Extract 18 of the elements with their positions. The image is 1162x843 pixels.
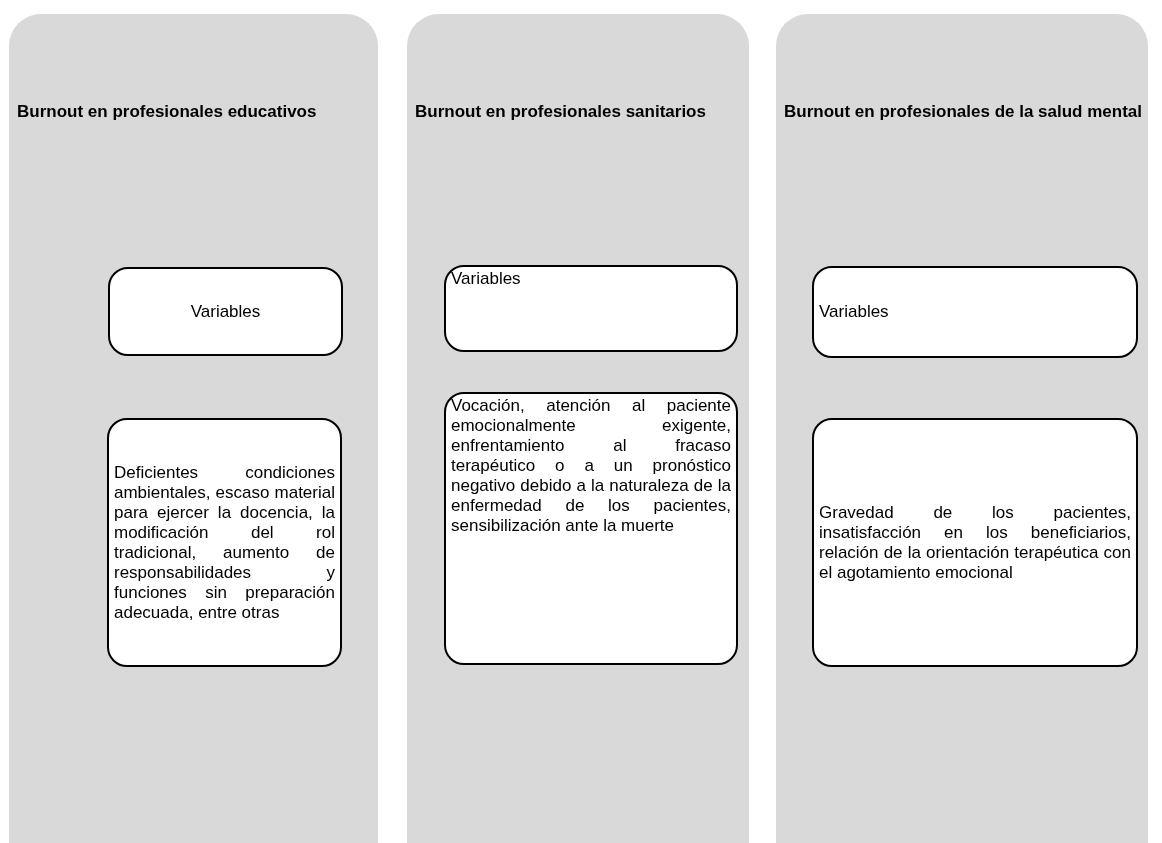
category-panel [407,14,749,843]
box-text: Variables [819,302,890,322]
category-panel [9,14,378,843]
box-text: Variables [190,301,261,322]
rounded-text-box [444,392,738,665]
box-text: Vocación, atención al paciente emocionalmente exigente, enfrentamiento al fracaso terapéutico o a un pronóstico negativo debido a la naturaleza de la enfermedad de los pacientes, sensibilización ante la muerte [451,396,731,536]
rounded-text-box [444,265,738,352]
panel-heading: Burnout en profesionales sanitarios [415,102,707,122]
rounded-text-box [107,418,342,667]
box-text: Gravedad de los pacientes, insatisfacción en los beneficiarios, relación de la orientación terapéutica con el agotamiento emocional [819,502,1131,583]
panel-heading: Burnout en profesionales educativos [17,102,318,122]
category-panel [776,14,1148,843]
panel-heading: Burnout en profesionales de la salud mental [784,102,1143,122]
rounded-text-box [812,418,1138,667]
rounded-text-box [108,267,343,356]
box-text: Deficientes condiciones ambientales, escaso material para ejercer la docencia, la modificación del rol tradicional, aumento de responsabilidades y funciones sin preparación adecuada, entre otras [114,462,335,623]
rounded-text-box [812,266,1138,358]
box-text: Variables [451,269,522,289]
